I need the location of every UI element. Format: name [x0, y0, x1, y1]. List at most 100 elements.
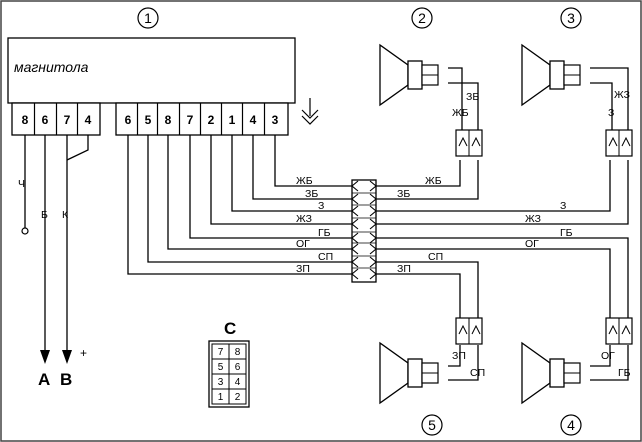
- harness-pin-left-7: [351, 268, 359, 280]
- speaker-3-magnet: [549, 60, 565, 90]
- radio-pin-right-2: 8: [165, 113, 172, 127]
- harness-right-label-2: З: [560, 200, 566, 212]
- arrow-a: [40, 350, 50, 364]
- radio-pin-right-6: 4: [250, 113, 257, 127]
- harness-connector: [351, 179, 377, 283]
- speaker-3-callout: 3: [567, 10, 575, 26]
- harness-right-label-6: СП: [428, 251, 443, 263]
- output-plus-label: +: [80, 346, 87, 360]
- radio-pin-right-1: 5: [145, 113, 152, 127]
- speaker-3: [521, 43, 633, 157]
- radio-pin-left-1: 6: [42, 113, 49, 127]
- speaker-2-magnet: [407, 60, 423, 90]
- speaker-3-callout-circle: [560, 7, 582, 29]
- wires: [21, 67, 629, 381]
- connector-c-pin: 2: [235, 392, 241, 403]
- output-arrows: [40, 350, 72, 364]
- connector-c-pin: 8: [235, 347, 241, 358]
- speaker-4: [521, 317, 633, 405]
- speaker-5-callout: 5: [428, 417, 436, 433]
- s5-wire-b: СП: [470, 367, 485, 379]
- s4-wire-b: ГБ: [618, 367, 631, 379]
- harness-right-label-0: ЖБ: [425, 175, 442, 187]
- radio-pin-left-2: 7: [64, 113, 71, 127]
- radio-callout-circle: [137, 7, 159, 29]
- speaker-2-cone: [379, 43, 409, 107]
- s3-wire-b: З: [608, 107, 614, 119]
- connector-c-pin: 7: [218, 347, 224, 358]
- s5-wire-a: ЗП: [452, 350, 466, 362]
- s2-wire-b: ЖБ: [452, 107, 469, 119]
- speaker-2: [379, 43, 483, 157]
- harness-left-label-2: З: [318, 200, 324, 212]
- harness-pin-right-0: [369, 180, 377, 192]
- speaker-2-callout-circle: [411, 7, 433, 29]
- connector-c-label: C: [224, 319, 236, 338]
- radio-connector-right: [115, 102, 289, 136]
- speaker-4-callout: 4: [567, 417, 575, 433]
- speaker-4-cone: [521, 341, 551, 405]
- harness-left-label-7: ЗП: [296, 263, 310, 275]
- speaker-5-callout-circle: [421, 414, 443, 436]
- harness-pin-right-6: [369, 256, 377, 268]
- connector-c-pin: 5: [218, 362, 224, 373]
- harness-right-label-5: ОГ: [525, 238, 539, 250]
- speaker-4-magnet: [549, 358, 565, 388]
- speaker-4-callout-circle: [560, 414, 582, 436]
- speaker-2-callout: 2: [418, 10, 426, 26]
- harness-left-label-1: ЗБ: [305, 188, 318, 200]
- radio-pin-right-3: 7: [187, 113, 194, 127]
- connector-c-cell: [228, 388, 247, 405]
- s3-wire-a: ЖЗ: [614, 89, 630, 101]
- harness-pin-left-1: [351, 193, 359, 205]
- harness-left-label-6: СП: [318, 251, 333, 263]
- radio-pin-right-7: 3: [272, 113, 279, 127]
- harness-pin-right-1: [369, 193, 377, 205]
- radio-pin-right-4: 2: [208, 113, 215, 127]
- harness-pin-right-5: [369, 243, 377, 255]
- radio-pin-left-3: 4: [85, 113, 92, 127]
- harness-pin-left-3: [351, 218, 359, 230]
- radio-pin-right-0: 6: [125, 113, 132, 127]
- harness-pin-right-7: [369, 268, 377, 280]
- s4-wire-a: ОГ: [601, 350, 615, 362]
- radio-callout: 1: [144, 10, 152, 26]
- harness-pin-right-4: [369, 232, 377, 244]
- harness-pin-left-2: [351, 205, 359, 217]
- radio-title: магнитола: [14, 59, 89, 75]
- harness-left-label-3: ЖЗ: [296, 213, 312, 225]
- speaker-3-cone: [521, 43, 551, 107]
- wire-label-k: К: [62, 209, 69, 221]
- harness-right-label-1: ЗБ: [397, 188, 410, 200]
- speaker-5: [379, 317, 483, 405]
- harness-left-label-5: ОГ: [296, 238, 310, 250]
- harness-pin-left-6: [351, 256, 359, 268]
- connector-c-pin: 6: [235, 362, 241, 373]
- harness-right-label-7: ЗП: [397, 263, 411, 275]
- harness-pin-right-2: [369, 205, 377, 217]
- speaker-5-cone: [379, 341, 409, 405]
- harness-pin-left-4: [351, 232, 359, 244]
- harness-left-label-0: ЖБ: [296, 175, 313, 187]
- harness-pin-left-5: [351, 243, 359, 255]
- s2-wire-a: ЗБ: [466, 91, 479, 103]
- harness-pin-right-3: [369, 218, 377, 230]
- connector-c-pin: 1: [218, 392, 224, 403]
- wire-label-b: Б: [41, 209, 48, 221]
- radio-unit: 1 магнитола: [7, 7, 319, 136]
- harness-right-label-3: ЖЗ: [525, 213, 541, 225]
- radio-body: [7, 37, 296, 104]
- output-b-label: B: [60, 370, 72, 389]
- arrow-b: [62, 350, 72, 364]
- radio-pin-right-5: 1: [229, 113, 236, 127]
- harness-pin-left-0: [351, 180, 359, 192]
- connector-c-pin: 3: [218, 377, 224, 388]
- wire-label-ch: Ч: [18, 178, 25, 190]
- harness-right-label-4: ГБ: [560, 227, 573, 239]
- radio-pin-left-0: 8: [22, 113, 29, 127]
- harness-left-label-4: ГБ: [318, 227, 331, 239]
- connector-c-pin: 4: [235, 377, 241, 388]
